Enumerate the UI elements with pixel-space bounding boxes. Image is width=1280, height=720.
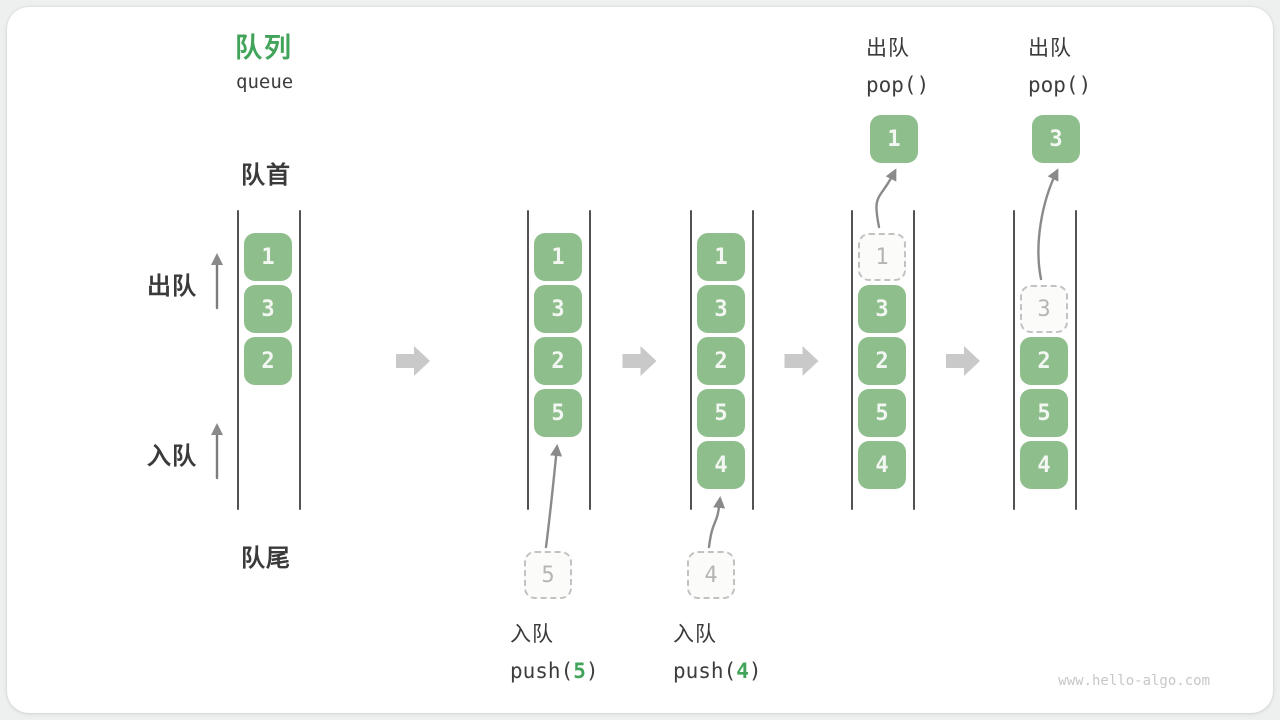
queue-element-dashed: 3 — [1020, 285, 1068, 333]
enqueue-direction-label: 入队 — [147, 443, 197, 470]
queue-element: 2 — [697, 337, 745, 385]
queue-rear-label: 队尾 — [241, 545, 291, 572]
watermark: www.hello-algo.com — [1058, 673, 1210, 689]
diagram-title-zh: 队列 — [235, 33, 293, 63]
popped-element: 3 — [1032, 115, 1080, 163]
popped-element: 1 — [870, 115, 918, 163]
queue-wall-left — [1013, 210, 1015, 510]
queue-element: 4 — [697, 441, 745, 489]
queue-element: 2 — [858, 337, 906, 385]
dequeue-label: 出队 — [866, 37, 910, 60]
queue-wall-right — [752, 210, 754, 510]
queue-element: 4 — [858, 441, 906, 489]
dequeue-code: pop() — [866, 73, 930, 97]
queue-element: 3 — [534, 285, 582, 333]
queue-wall-left — [851, 210, 853, 510]
queue-element: 1 — [534, 233, 582, 281]
dequeue-operation-label: 出队 pop() — [1028, 30, 1091, 104]
queue-element: 5 — [697, 389, 745, 437]
diagram-title-en: queue — [236, 71, 294, 93]
queue-element: 2 — [1020, 337, 1068, 385]
incoming-element: 5 — [524, 551, 572, 599]
queue-element: 3 — [697, 285, 745, 333]
queue-element: 1 — [697, 233, 745, 281]
queue-wall-left — [527, 210, 529, 510]
enqueue-operation-label: 入队 push(4) — [673, 616, 762, 690]
dequeue-code: pop() — [1028, 73, 1092, 97]
queue-element-dashed: 1 — [858, 233, 906, 281]
queue-wall-right — [299, 210, 301, 510]
enqueue-operation-label: 入队 push(5) — [510, 616, 599, 690]
enqueue-code: push(5) — [510, 659, 599, 683]
queue-element: 5 — [1020, 389, 1068, 437]
queue-element: 2 — [244, 337, 292, 385]
queue-element: 2 — [534, 337, 582, 385]
dequeue-operation-label: 出队 pop() — [866, 30, 929, 104]
queue-element: 3 — [244, 285, 292, 333]
queue-wall-left — [237, 210, 239, 510]
queue-wall-right — [589, 210, 591, 510]
dequeue-direction-label: 出队 — [147, 273, 197, 300]
incoming-element: 4 — [687, 551, 735, 599]
diagram-card — [7, 7, 1273, 713]
queue-wall-right — [913, 210, 915, 510]
queue-element: 4 — [1020, 441, 1068, 489]
queue-element: 3 — [858, 285, 906, 333]
queue-element: 5 — [534, 389, 582, 437]
queue-front-label: 队首 — [241, 162, 291, 189]
enqueue-label: 入队 — [510, 623, 554, 646]
queue-element: 5 — [858, 389, 906, 437]
enqueue-label: 入队 — [673, 623, 717, 646]
enqueue-code: push(4) — [673, 659, 762, 683]
dequeue-label: 出队 — [1028, 37, 1072, 60]
queue-wall-left — [690, 210, 692, 510]
queue-wall-right — [1075, 210, 1077, 510]
queue-element: 1 — [244, 233, 292, 281]
